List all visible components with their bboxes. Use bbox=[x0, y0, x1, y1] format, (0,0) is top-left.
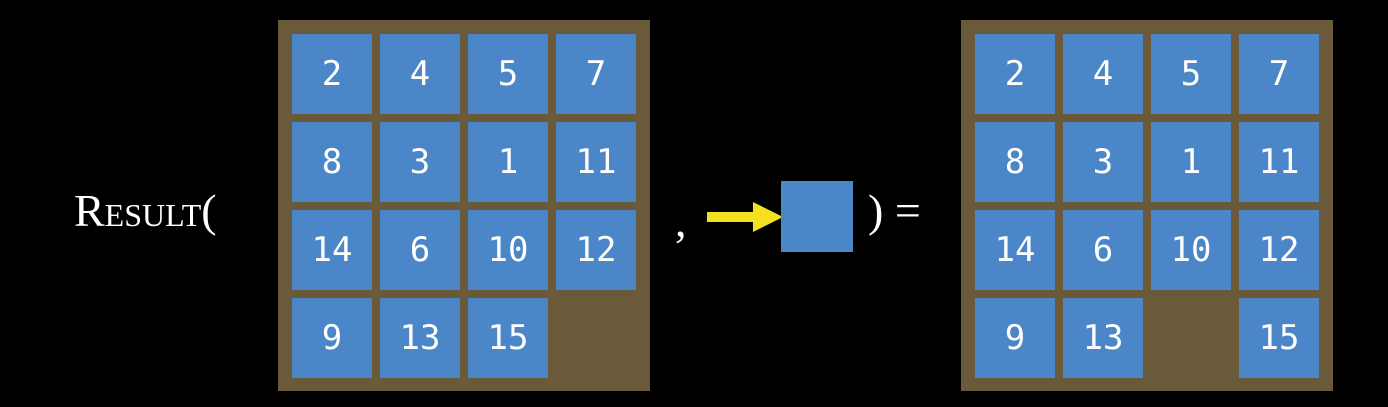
puzzle-tile: 4 bbox=[1063, 34, 1143, 114]
puzzle-tile: 13 bbox=[380, 298, 460, 378]
puzzle-tile: 13 bbox=[1063, 298, 1143, 378]
puzzle-tile: 11 bbox=[1239, 122, 1319, 202]
puzzle-tile: 11 bbox=[556, 122, 636, 202]
puzzle-tile: 3 bbox=[380, 122, 460, 202]
action-tile bbox=[781, 181, 853, 252]
puzzle-tile: 14 bbox=[292, 210, 372, 290]
puzzle-tile: 5 bbox=[1151, 34, 1231, 114]
puzzle-tile: 1 bbox=[1151, 122, 1231, 202]
puzzle-tile: 9 bbox=[975, 298, 1055, 378]
puzzle-tile: 9 bbox=[292, 298, 372, 378]
puzzle-tile: 14 bbox=[975, 210, 1055, 290]
puzzle-tile: 8 bbox=[975, 122, 1055, 202]
puzzle-tile: 5 bbox=[468, 34, 548, 114]
puzzle-tile: 2 bbox=[292, 34, 372, 114]
puzzle-tile: 6 bbox=[1063, 210, 1143, 290]
puzzle-tile: 3 bbox=[1063, 122, 1143, 202]
puzzle-tile: 1 bbox=[468, 122, 548, 202]
puzzle-tile: 12 bbox=[1239, 210, 1319, 290]
puzzle-tile: 12 bbox=[556, 210, 636, 290]
puzzle-tile: 4 bbox=[380, 34, 460, 114]
puzzle-tile: 7 bbox=[556, 34, 636, 114]
right-arrow-icon bbox=[707, 202, 783, 232]
result-function-label: Result( bbox=[74, 185, 217, 236]
puzzle-tile: 15 bbox=[1239, 298, 1319, 378]
puzzle-tile: 7 bbox=[1239, 34, 1319, 114]
puzzle-tile: 15 bbox=[468, 298, 548, 378]
argument-separator: , bbox=[675, 195, 687, 246]
puzzle-tile: 2 bbox=[975, 34, 1055, 114]
puzzle-tile: 8 bbox=[292, 122, 372, 202]
puzzle-tile: 6 bbox=[380, 210, 460, 290]
puzzle-tile: 10 bbox=[1151, 210, 1231, 290]
close-paren-equals: ) = bbox=[868, 185, 921, 236]
puzzle-tile: 10 bbox=[468, 210, 548, 290]
